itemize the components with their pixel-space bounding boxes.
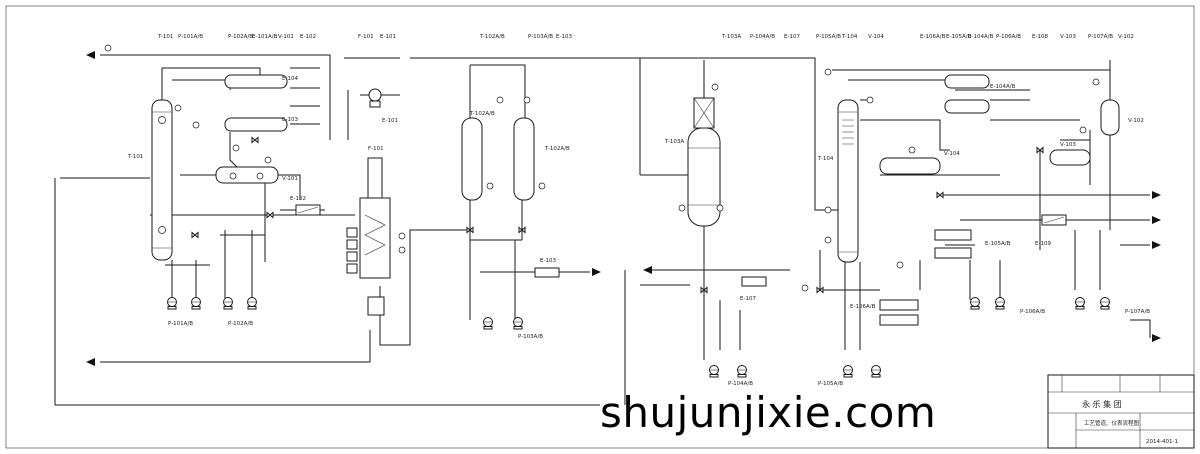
tag-e106: E-106A/B (850, 304, 876, 310)
pump-group-p102: P-102A/B (223, 297, 257, 327)
top-tag-v102: V-102 (1118, 34, 1134, 40)
vessel-t102a: T-102A/B (461, 111, 495, 201)
tag-e109: E-109 (1035, 241, 1051, 247)
pump-group-p101: P-101A/B (167, 297, 201, 327)
unit-e101-small: E-101 (368, 88, 398, 124)
vessel-v102: V-102 (1100, 99, 1144, 136)
top-tag-t104: T-104 (841, 34, 858, 40)
tag-f101: F-101 (368, 146, 384, 152)
top-tag-e102: E-102 (300, 34, 316, 40)
drawing-number: 2014-401-1 (1146, 439, 1178, 445)
top-tag-p107: P-107A/B (1088, 34, 1113, 40)
column-t104: T-104 (817, 99, 859, 263)
top-tag-p101: P-101A/B (178, 34, 203, 40)
top-tag-p103: P-103A/B (528, 34, 553, 40)
top-equipment-tags: T-101 P-101A/B P-102A/B E-101A/B V-101 E… (157, 34, 1134, 40)
exchanger-e101: E-104 E-103 (224, 74, 298, 132)
column-t101: T-101 (127, 99, 173, 261)
exchanger-e103: E-103 (534, 258, 560, 278)
top-tag-v101: V-101 (278, 34, 294, 40)
top-tag-e104b: E-104A/B (968, 34, 994, 40)
watermark-text: shujunjixie.com (600, 388, 937, 437)
drum-v103: V-103 (1049, 142, 1091, 166)
tag-e101s: E-101 (382, 118, 398, 124)
tag-p104: P-104A/B (728, 381, 753, 387)
tag-t103: T-103A (664, 139, 684, 145)
tag-t104: T-104 (817, 156, 834, 162)
exchanger-e107: E-107 (740, 276, 767, 302)
tag-v104: V-104 (944, 151, 960, 157)
top-tag-v103: V-103 (1060, 34, 1076, 40)
reactor-t103a: T-103A (664, 97, 721, 227)
exchanger-e105: E-105A/B (934, 229, 1011, 259)
exchanger-e104b: E-104A/B (944, 74, 1016, 114)
top-tag-p106: P-106A/B (996, 34, 1021, 40)
tag-p105: P-105A/B (818, 381, 843, 387)
furnace-f101: F-101 (346, 146, 391, 316)
pump-group-p107: P-107A/B (1075, 297, 1150, 315)
top-tag-t103: T-103A (721, 34, 741, 40)
pipe-network-right (640, 57, 1151, 350)
company-name: 永 乐 集 团 (1082, 399, 1122, 409)
exchanger-e102: E-102 (290, 196, 321, 216)
tag-e102: E-102 (290, 196, 306, 202)
drum-v101: V-101 (215, 166, 298, 184)
top-tag-v104: V-104 (868, 34, 884, 40)
top-tag-p104: P-104A/B (750, 34, 775, 40)
top-tag-t101: T-101 (157, 34, 173, 40)
tag-t102: T-102A/B (469, 111, 495, 117)
tag-e103: E-103 (282, 117, 298, 123)
tag-p106: P-106A/B (1020, 309, 1045, 315)
top-tag-p102: P-102A/B (228, 34, 253, 40)
top-tag-e101b: E-101 (380, 34, 396, 40)
tag-v103: V-103 (1060, 142, 1076, 148)
tag-p102: P-102A/B (228, 321, 253, 327)
top-tag-e101: E-101A/B (252, 34, 278, 40)
top-tag-f101: F-101 (358, 34, 374, 40)
tag-p101: P-101A/B (168, 321, 193, 327)
tag-e107: E-107 (740, 296, 756, 302)
tag-t102b: T-102A/B (544, 146, 570, 152)
exchanger-e109: E-109 (1035, 214, 1067, 247)
tag-p107: P-107A/B (1125, 309, 1150, 315)
pump-group-p105: P-105A/B (818, 365, 881, 387)
top-tag-e103: E-103 (556, 34, 572, 40)
stream-arrows (86, 51, 1161, 366)
top-tag-e107: E-107 (784, 34, 800, 40)
top-tag-e105: E-105A/B (946, 34, 972, 40)
pump-group-p104: P-104A/B (709, 365, 753, 387)
pipe-network-t103 (624, 60, 790, 405)
drawing-title: 工艺管道、仪表流程图 (1084, 419, 1140, 427)
pump-group-p106: P-106A/B (970, 297, 1045, 315)
top-tag-e106: E-106A/B (920, 34, 946, 40)
tag-e105: E-105A/B (985, 241, 1011, 247)
pump-group-p103: P-103A/B (483, 317, 543, 340)
tag-e104b: E-104A/B (990, 84, 1016, 90)
tag-e104: E-104 (282, 76, 298, 82)
drum-v104: V-104 (879, 151, 960, 175)
tag-p103: P-103A/B (518, 334, 543, 340)
instrument-bubbles (104, 44, 1100, 292)
exchanger-e106: E-106A/B (850, 299, 919, 326)
top-tag-p105: P-105A/B (816, 34, 841, 40)
title-block: 永 乐 集 团 工艺管道、仪表流程图 2014-401-1 (1047, 374, 1195, 449)
vessel-t102b: T-102A/B (513, 117, 570, 201)
tag-v101: V-101 (282, 176, 298, 182)
pipe-network-left (54, 54, 600, 406)
top-tag-t102: T-102A/B (479, 34, 505, 40)
tag-v102: V-102 (1128, 118, 1144, 124)
top-tag-e108: E-108 (1032, 34, 1048, 40)
tag-t101: T-101 (127, 154, 143, 160)
tag-e103s: E-103 (540, 258, 556, 264)
sheet-border (5, 5, 1195, 449)
